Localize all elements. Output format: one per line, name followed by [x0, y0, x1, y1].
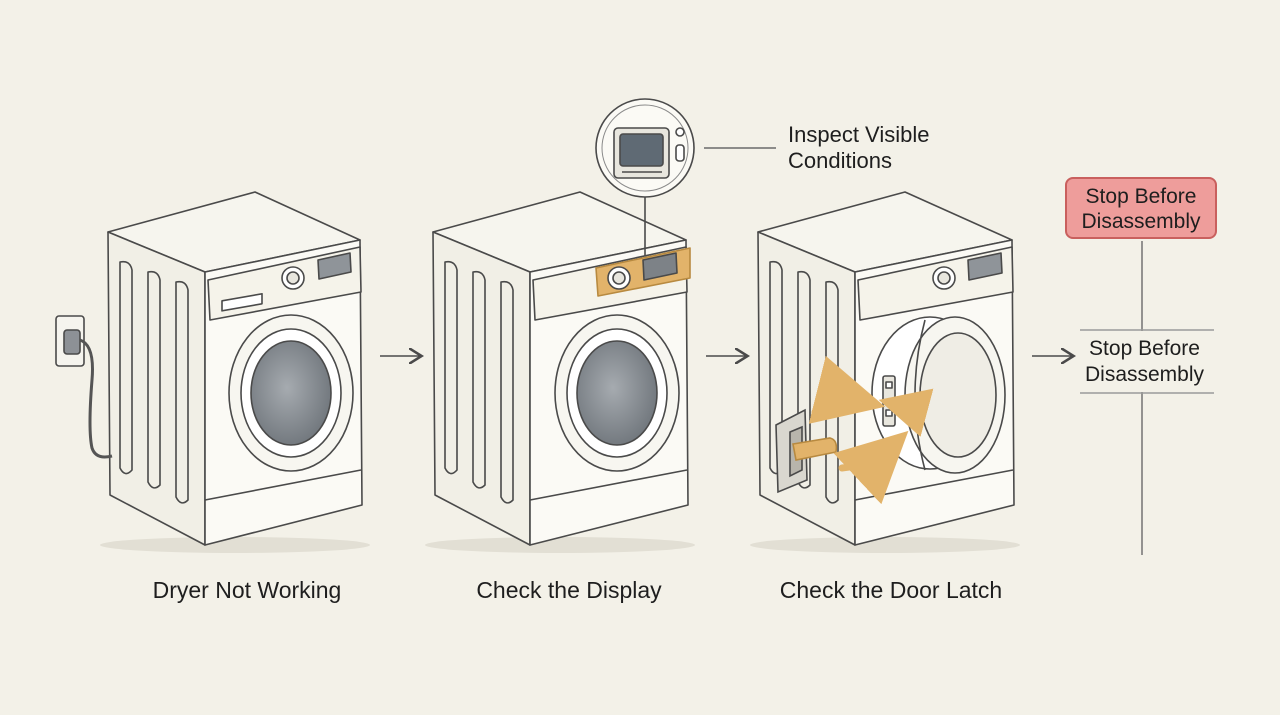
- step-label-check-display: Check the Display: [476, 577, 662, 603]
- stop-text-line-2: Disassembly: [1084, 363, 1205, 386]
- dryer-1: [100, 191, 370, 553]
- dryer-2: [425, 191, 695, 553]
- step-label-dryer-not-working: Dryer Not Working: [152, 577, 342, 603]
- stop-box-line-2: Disassembly: [1081, 210, 1201, 233]
- stop-connector: [1080, 241, 1214, 555]
- dryer-3: [750, 191, 1020, 553]
- callout-line-2: Conditions: [788, 148, 892, 173]
- callout-line-1: Inspect Visible: [788, 122, 930, 147]
- stop-before-disassembly-box: Stop Before Disassembly: [1065, 177, 1217, 239]
- stop-before-disassembly-text: Stop Before Disassembly: [1072, 336, 1217, 388]
- stop-box-line-1: Stop Before: [1085, 185, 1197, 208]
- step-label-check-door-latch: Check the Door Latch: [779, 577, 1003, 603]
- power-plug-icon: [55, 315, 113, 459]
- door-latch-icon: [775, 408, 838, 494]
- callout-inspect-visible-conditions: Inspect Visible Conditions: [788, 122, 998, 174]
- display-magnifier: [595, 98, 776, 256]
- latch-arrows: [808, 355, 934, 505]
- stop-text-line-1: Stop Before: [1089, 337, 1200, 360]
